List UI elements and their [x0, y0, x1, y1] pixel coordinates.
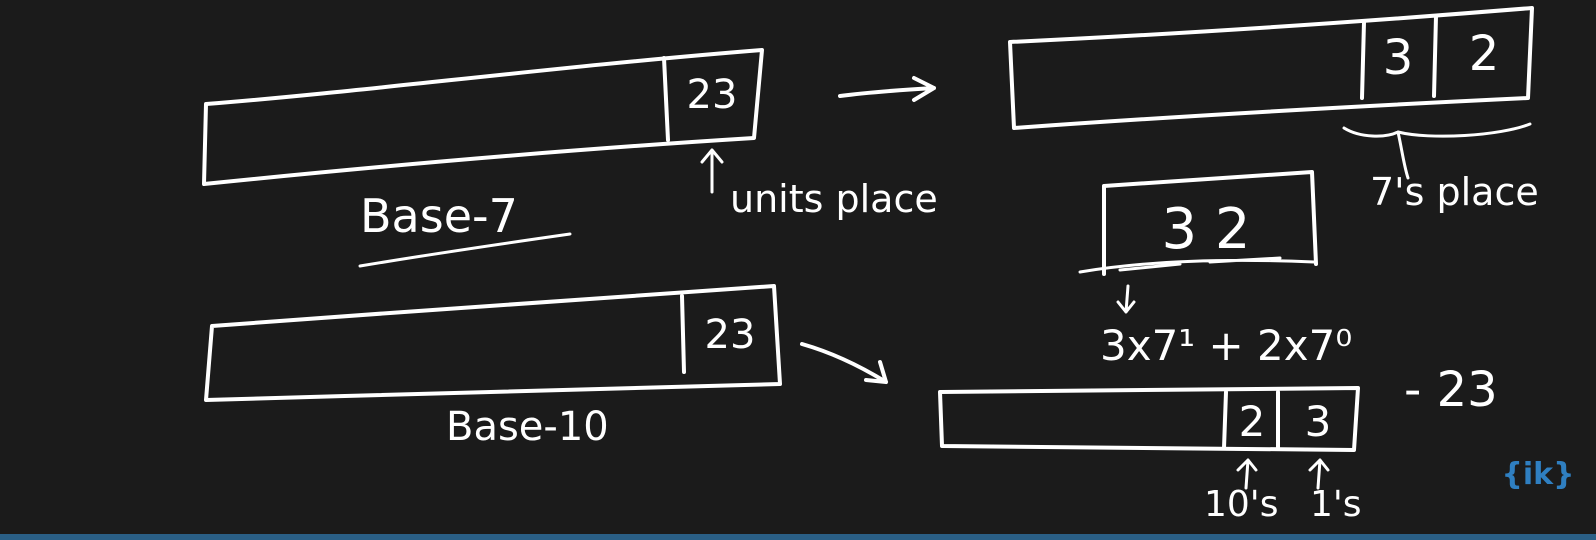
base10-units-divider [680, 294, 686, 374]
ones-label: 1's [1310, 484, 1362, 525]
top-right-digit-2: 2 [1469, 26, 1500, 82]
bottom-right-result: - 23 [1404, 362, 1498, 418]
sevens-place-brace [1342, 122, 1532, 180]
units-place-annotation: units place [700, 148, 938, 221]
base7-units-divider [662, 56, 670, 142]
boxed-number-frame [1102, 170, 1318, 276]
bottom-right-digit-3: 3 [1305, 397, 1332, 446]
bottom-bar [0, 534, 1596, 540]
bottom-right-divider-1 [1222, 390, 1228, 450]
base7-register: 23 [202, 48, 764, 186]
base7-units-cell-value: 23 [687, 72, 738, 118]
bottom-right-digit-2: 2 [1239, 397, 1266, 446]
base10-register: 23 [204, 284, 782, 402]
boxed-number-bottom-scribble [1078, 256, 1316, 274]
base7-label-group: Base-7 [358, 189, 572, 268]
top-right-divider-2 [1432, 14, 1438, 98]
bottom-right-register: 2 3 [938, 386, 1360, 452]
expansion-text: 3x7¹ + 2x7⁰ [1100, 321, 1352, 370]
top-right-register-outline [1008, 6, 1534, 130]
base10-label: Base-10 [446, 404, 609, 450]
top-right-digit-3: 3 [1383, 30, 1414, 86]
tens-arrow [1236, 458, 1258, 490]
base10-units-cell-value: 23 [705, 312, 756, 358]
base7-register-outline [202, 48, 764, 186]
base7-label: Base-7 [360, 189, 518, 243]
top-right-register: 3 2 [1008, 6, 1534, 130]
ik-logo-icon: {ik} [1502, 457, 1575, 492]
top-right-divider-1 [1360, 20, 1366, 100]
sevens-place-label: 7's place [1370, 170, 1539, 214]
bottom-right-register-outline [938, 386, 1360, 452]
arrow-to-bottom-right [800, 342, 888, 384]
base7-label-underline [358, 232, 572, 268]
expansion-arrow [1116, 284, 1136, 314]
boxed-number-group: 3 2 [1078, 170, 1318, 276]
units-place-arrow [700, 148, 724, 194]
arrow-to-top-right [838, 76, 936, 102]
tens-label: 10's [1204, 484, 1278, 525]
units-place-label: units place [730, 177, 938, 221]
ones-arrow [1308, 458, 1330, 490]
boxed-number: 3 2 [1161, 197, 1250, 262]
base10-register-outline [204, 284, 782, 402]
